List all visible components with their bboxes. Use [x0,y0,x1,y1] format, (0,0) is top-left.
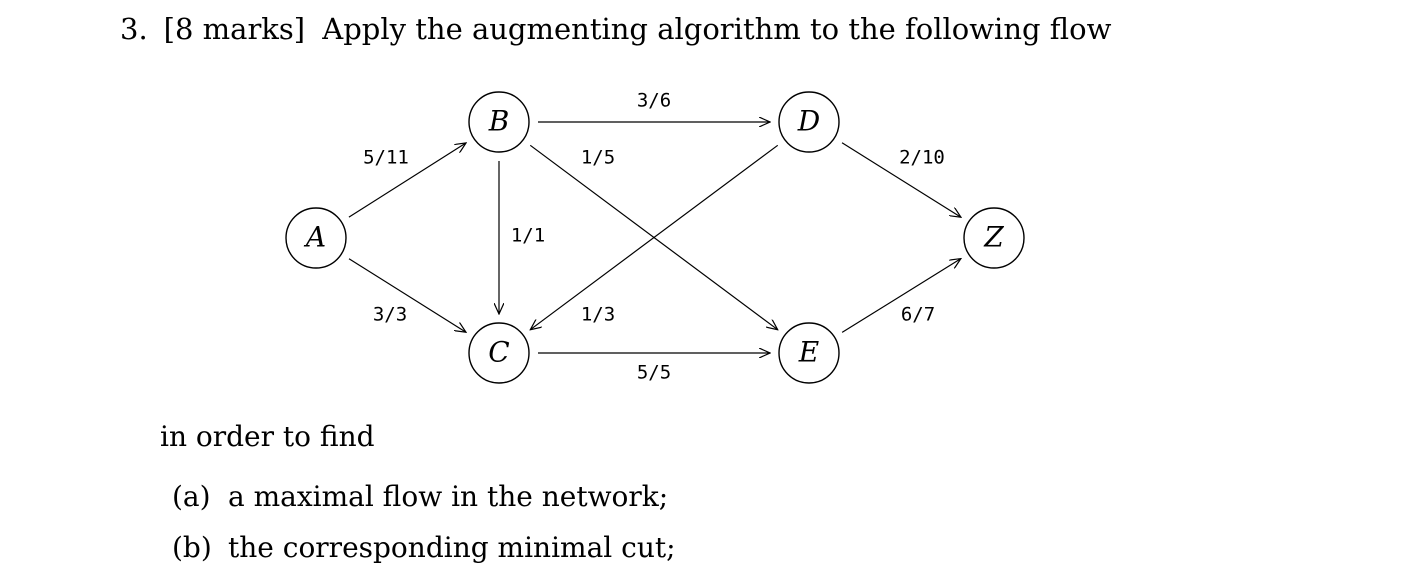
part-a: (a) a maximal flow in the network; [172,480,676,531]
node-c: C [468,322,530,384]
question-marks: [8 marks] [163,12,306,46]
node-label-a: A [303,221,326,254]
question-parts: (a) a maximal flow in the network; (b) the… [172,480,676,582]
node-label-d: D [797,105,820,138]
node-label-e: E [798,336,819,369]
edge-label-e-z: 6/7 [901,304,935,326]
node-z: Z [963,207,1025,269]
question-number: 3. [120,12,148,46]
edge-a-c [348,258,466,332]
edge-label-d-c: 1/3 [581,304,615,326]
node-label-z: Z [983,221,1004,254]
question-header: 3. [8 marks] Apply the augmenting algorit… [120,12,1111,46]
node-a: A [285,207,347,269]
node-b: B [468,91,530,153]
node-e: E [778,322,840,384]
question-intro: in order to find [160,420,375,453]
node-circle-d [778,91,840,153]
node-circle-e [778,322,840,384]
node-circle-a [285,207,347,269]
edge-label-b-c: 1/1 [511,225,545,247]
node-circle-c [468,322,530,384]
nodes-layer: A B C D E Z [285,91,1025,384]
part-a-tag: (a) [172,480,211,513]
node-circle-b [468,91,530,153]
node-circle-z [963,207,1025,269]
part-a-text: a maximal flow in the network; [228,480,669,513]
edges-layer: 5/11 3/3 3/6 1/1 1/5 1/3 5/5 2/10 6/7 [348,90,961,384]
edge-label-a-b: 5/11 [363,147,409,169]
edge-d-z [841,142,961,218]
edge-label-b-e: 1/5 [581,147,615,169]
edge-label-a-c: 3/3 [373,304,407,326]
edge-label-d-z: 2/10 [899,147,945,169]
question-prompt: Apply the augmenting algorithm to the fo… [322,12,1112,46]
edge-a-b [348,143,466,218]
part-b-text: the corresponding minimal cut; [228,531,676,564]
node-label-b: B [488,105,510,138]
edge-d-c [530,144,779,329]
edge-label-c-e: 5/5 [637,362,671,384]
part-b-tag: (b) [172,531,212,564]
node-d: D [778,91,840,153]
edge-label-b-d: 3/6 [637,90,671,112]
node-label-c: C [488,336,509,369]
part-b: (b) the corresponding minimal cut; [172,531,676,582]
edge-e-z [841,259,961,333]
